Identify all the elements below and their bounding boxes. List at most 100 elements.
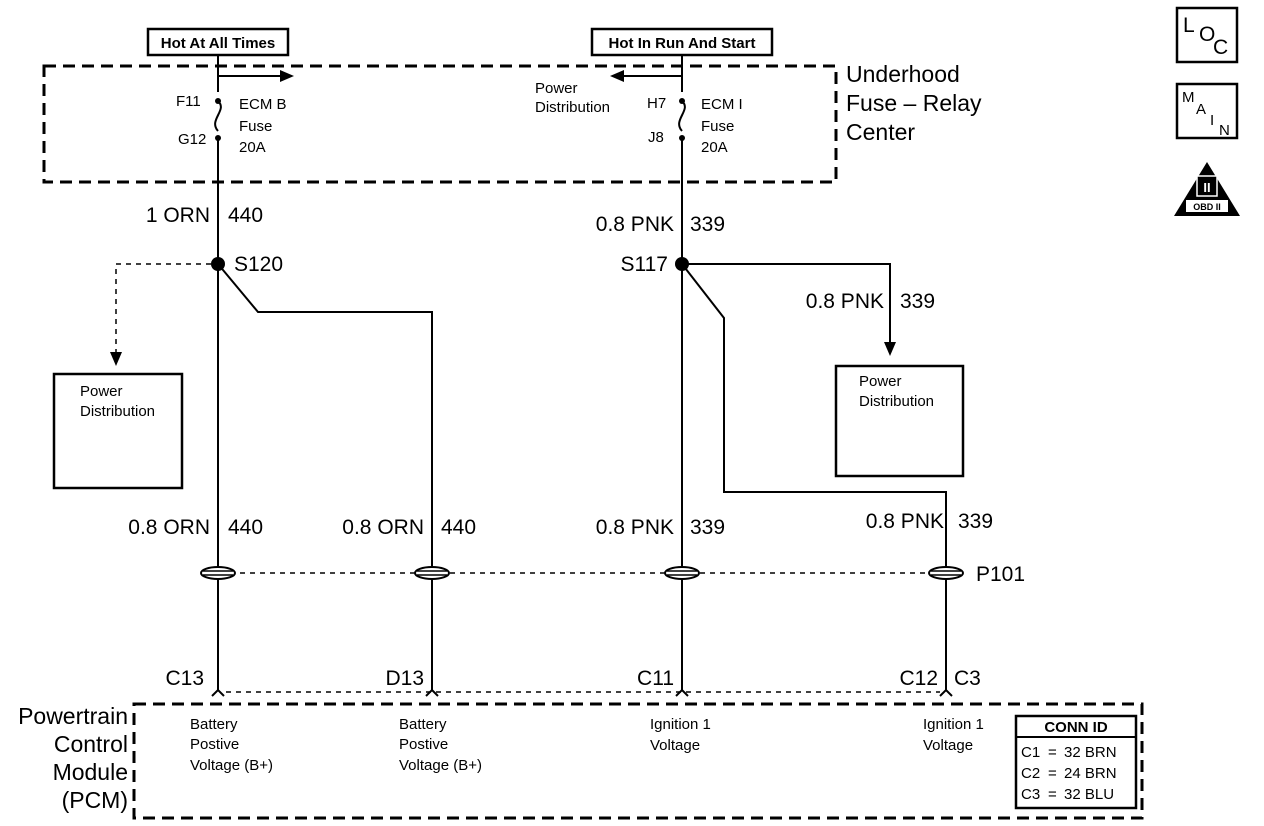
wire-339-branch-gauge: 0.8 PNK [806, 290, 884, 313]
wire-339-top-circuit: 339 [690, 213, 725, 236]
component-location-icon[interactable]: L O C [1175, 6, 1239, 64]
power-distribution-right-arrow-icon [884, 342, 896, 356]
wire-440-a-circuit: 440 [228, 516, 263, 539]
fuse-i-name-line1: ECM I [701, 96, 743, 113]
power-distribution-left-arrow-icon [110, 352, 122, 366]
pcm-terminal-3-line2: Voltage [650, 737, 700, 754]
pcm-terminal-4-line1: Ignition 1 [923, 716, 984, 733]
loc-icon-o: O [1199, 23, 1215, 46]
conn-id-row-2-value: 24 BRN [1064, 765, 1117, 782]
fuse-i-name-line3: 20A [701, 139, 728, 156]
conn-id-row-1-id: C1 [1021, 744, 1040, 761]
obd-icon-roman: II [1203, 180, 1210, 195]
connector-p101-c13-icon [200, 566, 236, 580]
pcm-terminal-1-line1: Battery [190, 716, 238, 733]
pin-c3-label: C3 [954, 667, 981, 690]
obd-ii-icon[interactable]: II OBD II [1174, 162, 1240, 216]
connector-p101-d13-icon [414, 566, 450, 580]
conn-id-row-2-eq: = [1048, 765, 1057, 782]
fuse-b-pin-top: F11 [176, 93, 201, 110]
fuse-i-name-line2: Fuse [701, 118, 734, 135]
conn-id-row-3-value: 32 BLU [1064, 786, 1114, 803]
conn-id-row-3-eq: = [1048, 786, 1057, 803]
pin-terminal-marks [211, 688, 953, 697]
splice-s117-label: S117 [621, 253, 669, 276]
conn-id-row: C1 = 32 BRN [1021, 744, 1117, 761]
pin-c11-label: C11 [637, 667, 674, 690]
wire-339-a-gauge: 0.8 PNK [596, 516, 674, 539]
pcm-terminal-2-line1: Battery [399, 716, 447, 733]
fuse-ecm-i-icon [678, 100, 686, 132]
power-distribution-right-line2: Distribution [859, 393, 934, 410]
fuse-i-pin-top: H7 [647, 95, 666, 112]
conn-id-row-2-id: C2 [1021, 765, 1040, 782]
power-distribution-left-box [52, 372, 184, 490]
wire-339-b-circuit: 339 [958, 510, 993, 533]
pcm-box [132, 702, 1144, 820]
pcm-terminal-3-line1: Ignition 1 [650, 716, 711, 733]
underhood-fuse-relay-center-box [42, 64, 838, 184]
hot-in-run-and-start-tag: Hot In Run And Start [590, 27, 774, 57]
loc-icon-c: C [1213, 36, 1228, 59]
pin-c13-label: C13 [165, 667, 204, 690]
hot-at-all-times-tag: Hot At All Times [146, 27, 290, 57]
fuse-b-name-line1: ECM B [239, 96, 287, 113]
wire-339-a-circuit: 339 [690, 516, 725, 539]
conn-id-title: CONN ID [1044, 719, 1108, 736]
power-distribution-arrow-left-icon [610, 70, 682, 82]
wire-339-branch-circuit: 339 [900, 290, 935, 313]
pcm-terminal-2-line2: Postive [399, 736, 448, 753]
main-icon-i: I [1210, 112, 1214, 129]
wire-440-top-gauge: 1 ORN [146, 204, 210, 227]
pin-d13-label: D13 [385, 667, 424, 690]
pcm-terminal-1-line3: Voltage (B+) [190, 757, 273, 774]
pcm-title-line2: Control [54, 731, 128, 757]
fuse-center-title-line1: Underhood [846, 61, 960, 87]
conn-id-table: CONN ID C1 = 32 BRN C2 = 24 BRN C3 = 32 … [1014, 714, 1138, 810]
main-icon-n: N [1219, 122, 1230, 139]
main-icon-m: M [1182, 89, 1195, 106]
wire-339-top-gauge: 0.8 PNK [596, 213, 674, 236]
pcm-terminal-1-line2: Postive [190, 736, 239, 753]
connector-p101-label: P101 [976, 563, 1025, 586]
conn-id-row-1-value: 32 BRN [1064, 744, 1117, 761]
main-icon-a: A [1196, 101, 1206, 118]
conn-id-row-3-id: C3 [1021, 786, 1040, 803]
wire-440-b-gauge: 0.8 ORN [342, 516, 424, 539]
pcm-terminal-4-line2: Voltage [923, 737, 973, 754]
power-distribution-arrow-right-icon [218, 70, 294, 82]
wire-339-b-gauge: 0.8 PNK [866, 510, 944, 533]
connector-p101-c12-icon [928, 566, 964, 580]
fuse-b-name-line3: 20A [239, 139, 266, 156]
fuse-ecm-b-icon [214, 100, 222, 132]
conn-id-row: C3 = 32 BLU [1021, 786, 1114, 803]
fuse-b-name-line2: Fuse [239, 118, 272, 135]
pcm-title-line1: Powertrain [18, 703, 128, 729]
conn-id-row-1-eq: = [1048, 744, 1057, 761]
pcm-title-line3: Module [53, 759, 128, 785]
pin-c12-label: C12 [899, 667, 938, 690]
fuse-i-pin-bottom: J8 [648, 129, 664, 146]
main-schematic-icon[interactable]: M A I N [1175, 82, 1239, 140]
wire-440-top-circuit: 440 [228, 204, 263, 227]
hot-at-all-times-label: Hot At All Times [161, 35, 275, 52]
splice-s120-label: S120 [234, 253, 283, 276]
connector-p101-c11-icon [664, 566, 700, 580]
wire-440-b-circuit: 440 [441, 516, 476, 539]
fuse-center-title-line3: Center [846, 119, 915, 145]
power-distribution-right-line1: Power [859, 373, 902, 390]
fuse-center-title-line2: Fuse – Relay [846, 90, 982, 116]
pcm-title-line4: (PCM) [62, 787, 128, 813]
conn-id-row: C2 = 24 BRN [1021, 765, 1117, 782]
obd-icon-label: OBD II [1193, 202, 1221, 212]
power-distribution-right-box [834, 364, 965, 478]
fuse-center-power-dist-line1: Power [535, 80, 578, 97]
fuse-center-power-dist-line2: Distribution [535, 99, 610, 116]
power-distribution-left-line2: Distribution [80, 403, 155, 420]
hot-in-run-and-start-label: Hot In Run And Start [609, 35, 756, 52]
power-distribution-left-line1: Power [80, 383, 123, 400]
loc-icon-l: L [1183, 14, 1195, 37]
fuse-b-pin-bottom: G12 [178, 131, 206, 148]
wire-440-a-gauge: 0.8 ORN [128, 516, 210, 539]
